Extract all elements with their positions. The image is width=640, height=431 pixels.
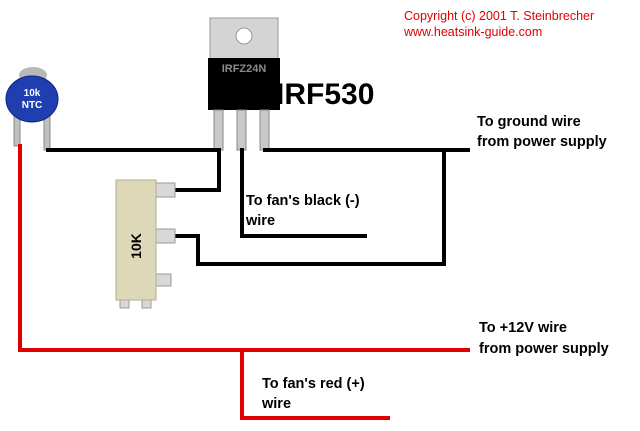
copyright-line: Copyright (c) 2001 T. Steinbrecher	[404, 9, 594, 23]
potentiometer-component: 10K	[115, 179, 176, 309]
thermistor-label-type: NTC	[22, 100, 43, 111]
black-wires	[46, 148, 470, 266]
mosfet-gate-pin	[213, 109, 224, 151]
pot-label: 10K	[128, 233, 144, 259]
label-fan-black-line1: To fan's black (-)	[246, 193, 360, 209]
wire-thermistor-to-gate	[46, 148, 221, 192]
wire-drain-to-fan-black	[240, 148, 367, 238]
mosfet-mounting-hole	[235, 27, 253, 45]
mosfet-drain-pin	[236, 109, 247, 151]
thermistor-label-value: 10k	[24, 88, 41, 99]
label-12v-line2: from power supply	[479, 341, 609, 357]
label-12v-line1: To +12V wire	[479, 320, 567, 336]
mosfet-part-label: IRF530	[276, 78, 374, 111]
label-ground-line1: To ground wire	[477, 114, 581, 130]
label-fan-red-line2: wire	[261, 396, 291, 412]
thermistor-component: 10k NTC	[5, 67, 59, 151]
copyright-url: www.heatsink-guide.com	[403, 25, 542, 39]
mosfet-component: IRFZ24N	[208, 17, 280, 151]
thermistor-body	[5, 75, 59, 123]
wire-12v-to-fan-red	[240, 348, 390, 420]
mosfet-body	[208, 58, 280, 110]
wire-ground-to-pot	[173, 148, 446, 266]
mosfet-source-pin	[259, 109, 270, 151]
label-fan-black-line2: wire	[245, 213, 275, 229]
label-ground-line2: from power supply	[477, 134, 607, 150]
red-wires	[18, 144, 470, 420]
label-fan-red-line1: To fan's red (+)	[262, 376, 365, 392]
wire-thermistor-to-12v	[18, 144, 470, 352]
mosfet-chip-marking: IRFZ24N	[222, 63, 267, 75]
pot-body	[115, 179, 157, 301]
